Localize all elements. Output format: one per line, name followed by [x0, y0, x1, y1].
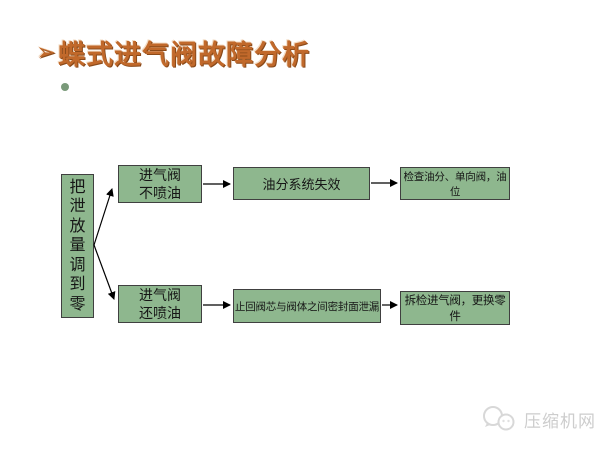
- condition-box-bottom: 进气阀 还喷油: [118, 285, 202, 323]
- arrow-root-to-top: [93, 188, 114, 246]
- watermark: 压缩机网: [480, 404, 596, 434]
- root-box-label: 把泄放量调到零: [69, 178, 86, 313]
- cause-bottom-label: 止回阀芯与阀体之间密封面泄漏: [234, 300, 380, 313]
- action-top-label: 检查油分、单向阀，油位: [403, 170, 507, 198]
- watermark-label: 压缩机网: [524, 411, 596, 431]
- condition-top-line2: 不喷油: [139, 185, 181, 201]
- flowchart-root-box: 把泄放量调到零: [61, 174, 94, 318]
- action-bottom-label: 拆检进气阀，更换零件: [404, 295, 506, 323]
- slide-title: 蝶式进气阀故障分析: [58, 40, 311, 70]
- condition-bottom-line2: 还喷油: [139, 305, 181, 321]
- arrow-root-to-bottom: [93, 244, 116, 300]
- cause-box-top: 油分系统失效: [233, 167, 370, 200]
- bullet-dot-icon: [61, 83, 69, 91]
- title-bullet-arrow-icon: ➢: [36, 39, 57, 66]
- action-box-bottom: 拆检进气阀，更换零件: [400, 291, 510, 325]
- condition-bottom-line1: 进气阀: [139, 287, 181, 303]
- condition-top-line1: 进气阀: [139, 167, 181, 183]
- title-row: ➢ 蝶式进气阀故障分析: [36, 33, 310, 72]
- cause-box-bottom: 止回阀芯与阀体之间密封面泄漏: [233, 289, 381, 323]
- chat-bubbles-icon: [483, 406, 515, 431]
- condition-box-top: 进气阀 不喷油: [118, 165, 202, 203]
- cause-top-label: 油分系统失效: [262, 177, 341, 192]
- action-box-top: 检查油分、单向阀，油位: [400, 167, 510, 200]
